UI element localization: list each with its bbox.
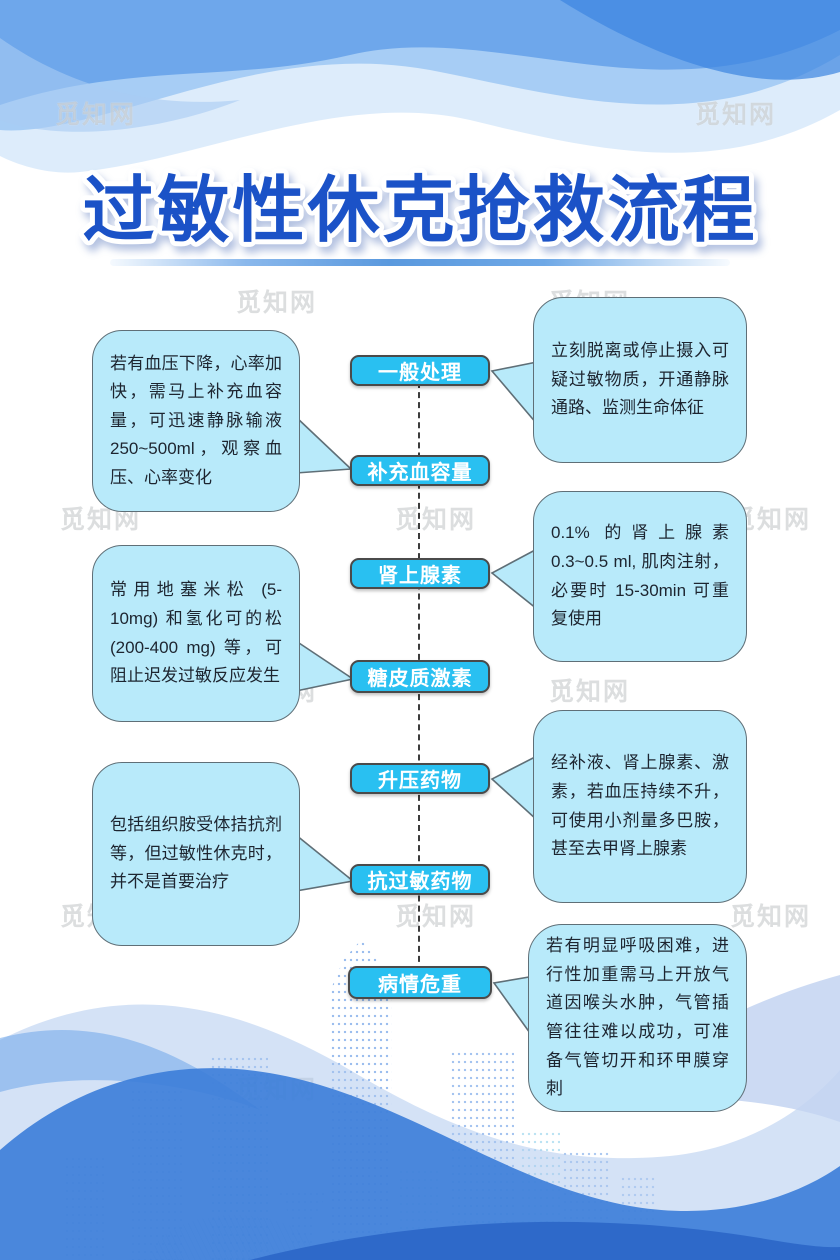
tail-left-2 (295, 640, 356, 692)
watermark: 觅知网 (395, 506, 477, 534)
watermark: 觅知网 (549, 678, 631, 706)
note-text: 若有血压下降，心率加快，需马上补充血容量，可迅速静脉输液 250~500ml，观… (110, 353, 282, 487)
note-text: 0.1% 的肾上腺素 0.3~0.5 ml, 肌肉注射，必要时 15-30min… (551, 523, 729, 629)
poster-title-wrap: 过敏性休克抢救流程 (77, 166, 759, 256)
note-blood-volume: 若有血压下降，心率加快，需马上补充血容量，可迅速静脉输液 250~500ml，观… (92, 330, 300, 512)
building (450, 1050, 514, 1260)
node-antiallergic: 抗过敏药物 (350, 864, 490, 895)
node-epinephrine: 肾上腺素 (350, 558, 490, 589)
note-glucocorticoid: 常用地塞米松 (5-10mg) 和氢化可的松 (200-400 mg) 等，可阻… (92, 545, 300, 722)
node-critical-condition: 病情危重 (348, 966, 492, 999)
node-general-treatment: 一般处理 (350, 355, 490, 386)
building (620, 1175, 656, 1260)
tail-right-2 (490, 548, 538, 610)
note-critical-condition: 若有明显呼吸困难，进行性加重需马上开放气道因喉头水肿，气管插管往往难以成功，可准… (528, 924, 747, 1112)
building (562, 1150, 610, 1260)
building (520, 1130, 560, 1260)
note-text: 包括组织胺受体拮抗剂等，但过敏性休克时，并不是首要治疗 (110, 815, 282, 892)
watermark: 觅知网 (395, 903, 477, 931)
tail-left-1 (295, 416, 353, 474)
note-text: 立刻脱离或停止摄入可疑过敏物质，开通静脉通路、监测生命体征 (551, 341, 729, 418)
title-divider (110, 259, 730, 266)
watermark: 觅知网 (730, 903, 812, 931)
note-general-treatment: 立刻脱离或停止摄入可疑过敏物质，开通静脉通路、监测生命体征 (533, 297, 747, 463)
note-text: 常用地塞米松 (5-10mg) 和氢化可的松 (200-400 mg) 等，可阻… (110, 580, 282, 686)
note-epinephrine: 0.1% 的肾上腺素 0.3~0.5 ml, 肌肉注射，必要时 15-30min… (533, 491, 747, 662)
tail-right-1 (490, 361, 538, 425)
note-vasopressor: 经补液、肾上腺素、激素，若血压持续不升，可使用小剂量多巴胺，甚至去甲肾上腺素 (533, 710, 747, 903)
tail-right-3 (490, 755, 538, 821)
node-vasopressor: 升压药物 (350, 763, 490, 794)
building (398, 1168, 440, 1260)
building (64, 1155, 104, 1260)
node-blood-volume: 补充血容量 (350, 455, 490, 486)
poster-title: 过敏性休克抢救流程 (82, 171, 757, 251)
tail-left-3 (295, 834, 355, 892)
node-glucocorticoid: 糖皮质激素 (350, 660, 490, 693)
header-wave-decoration (0, 0, 840, 173)
note-antiallergic: 包括组织胺受体拮抗剂等，但过敏性休克时，并不是首要治疗 (92, 762, 300, 946)
note-text: 经补液、肾上腺素、激素，若血压持续不升，可使用小剂量多巴胺，甚至去甲肾上腺素 (551, 753, 729, 859)
watermark: 觅知网 (55, 101, 137, 129)
watermark: 觅知网 (695, 101, 777, 129)
watermark: 觅知网 (236, 289, 318, 317)
note-text: 若有明显呼吸困难，进行性加重需马上开放气道因喉头水肿，气管插管往往难以成功，可准… (546, 936, 729, 1099)
